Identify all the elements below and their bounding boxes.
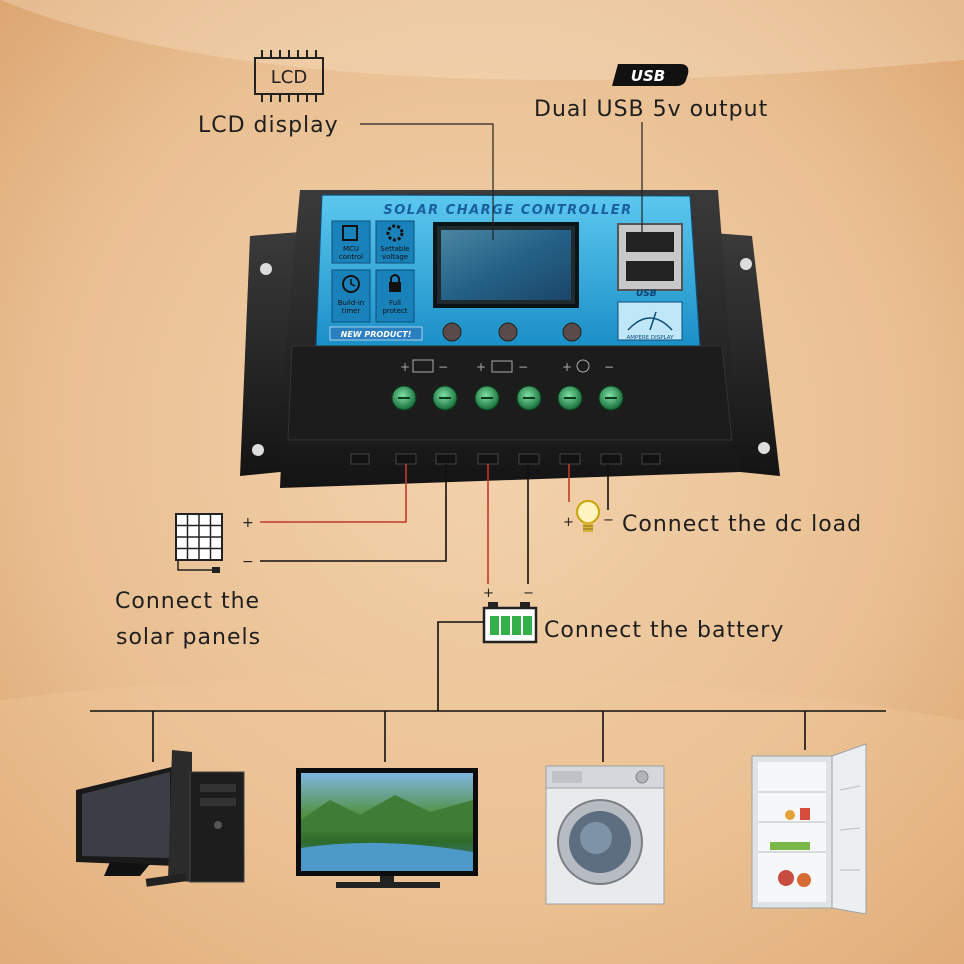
- svg-text:protect: protect: [382, 307, 407, 315]
- usb-logo-icon: USB: [612, 64, 689, 86]
- ampere-display: [617, 301, 683, 341]
- battery-label: Connect the battery: [544, 618, 784, 643]
- chip-icon: [342, 225, 358, 241]
- svg-text:Build-in: Build-in: [338, 299, 364, 307]
- usb-ports: [617, 223, 683, 291]
- svg-text:NEW PRODUCT!: NEW PRODUCT!: [341, 330, 412, 339]
- solar-plus-sign: +: [242, 515, 254, 531]
- screw-terminals: [391, 385, 624, 411]
- usb-port-1[interactable]: [626, 232, 674, 252]
- gear-icon: [386, 224, 404, 242]
- fridge-icon: [751, 743, 867, 915]
- svg-text:MCU: MCU: [343, 245, 359, 253]
- wire-slots: [350, 453, 661, 465]
- down-button[interactable]: [562, 322, 582, 342]
- usb-port-2[interactable]: [626, 261, 674, 281]
- svg-text:timer: timer: [342, 307, 361, 315]
- solar-panel-icon: [175, 513, 223, 573]
- solar-label-line1: Connect the: [115, 589, 260, 614]
- up-button[interactable]: [498, 322, 518, 342]
- feature-settable: Settable voltage: [375, 220, 415, 264]
- load-plus-sign: +: [563, 515, 574, 530]
- dc-load-label: Connect the dc load: [622, 512, 862, 537]
- svg-text:+: +: [400, 360, 410, 374]
- charge-controller: SOLAR CHARGE CONTROLLER MCU control Sett…: [240, 190, 780, 488]
- svg-text:Settable: Settable: [380, 245, 409, 253]
- svg-text:AMPERE DISPLAY: AMPERE DISPLAY: [627, 335, 675, 341]
- usb-output-label: Dual USB 5v output: [534, 97, 768, 122]
- lock-icon: [389, 282, 401, 292]
- washer-icon: [545, 765, 665, 905]
- svg-text:control: control: [339, 253, 363, 261]
- feature-protect: Full protect: [375, 269, 415, 323]
- wire-solar-minus: [260, 464, 447, 562]
- svg-text:−: −: [604, 360, 614, 374]
- computer-icon: [76, 750, 245, 887]
- terminal-symbols: + − + − + −: [400, 359, 614, 374]
- distribution-bus: [90, 621, 886, 762]
- battery-icon: [482, 602, 538, 644]
- svg-text:Full: Full: [389, 299, 401, 307]
- lcd-badge-text: LCD: [271, 67, 307, 88]
- battery-minus-sign: −: [523, 586, 534, 601]
- svg-text:USB: USB: [636, 289, 657, 299]
- svg-text:+: +: [562, 360, 572, 374]
- menu-button[interactable]: [442, 322, 462, 342]
- lightbulb-icon: [576, 500, 600, 532]
- tv-icon: [296, 768, 478, 888]
- svg-text:−: −: [438, 360, 448, 374]
- new-product-badge: [329, 326, 423, 341]
- feature-timer: Build-in timer: [331, 269, 371, 323]
- callout-lines: [360, 122, 643, 240]
- feature-mcu: MCU control: [331, 220, 371, 264]
- lcd-chip-icon: LCD: [254, 50, 324, 102]
- wire-solar-plus: [260, 464, 407, 523]
- solar-label-line2: solar panels: [116, 625, 261, 650]
- battery-plus-sign: +: [483, 586, 494, 601]
- svg-text:+: +: [476, 360, 486, 374]
- terminal-block: [287, 345, 733, 441]
- svg-text:voltage: voltage: [382, 253, 408, 261]
- panel-buttons: [442, 322, 582, 342]
- load-minus-sign: −: [603, 513, 614, 528]
- svg-text:USB: USB: [631, 67, 665, 85]
- lcd-callout-line: [360, 123, 494, 240]
- lcd-display-label: LCD display: [198, 113, 339, 138]
- wires: [260, 464, 609, 584]
- panel-title: SOLAR CHARGE CONTROLLER: [383, 203, 632, 218]
- svg-text:−: −: [518, 360, 528, 374]
- solar-minus-sign: −: [242, 554, 254, 570]
- clock-icon: [342, 275, 360, 293]
